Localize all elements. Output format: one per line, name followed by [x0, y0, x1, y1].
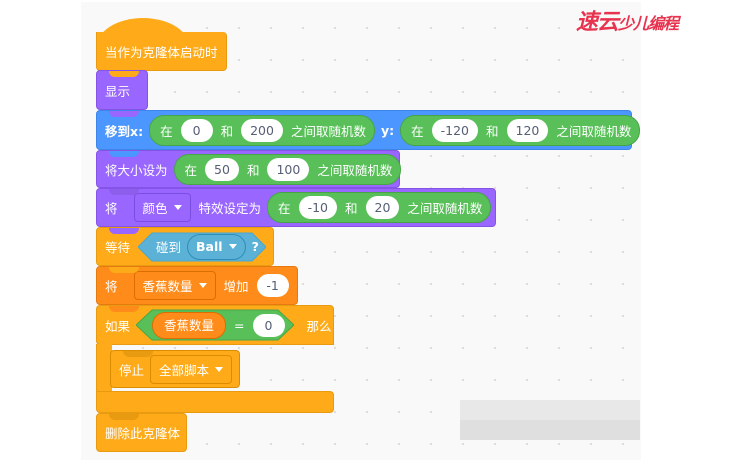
- block-label: 等待: [105, 240, 131, 255]
- touching-label: 碰到: [156, 240, 182, 255]
- compare-value-input[interactable]: 0: [252, 313, 285, 337]
- random-effect-reporter[interactable]: 在 -10 和 20 之间取随机数: [267, 192, 492, 223]
- effect-dropdown[interactable]: 颜色: [133, 193, 191, 222]
- block-label: 特效设定为: [198, 201, 262, 216]
- block-label: 当作为克隆体启动时: [105, 44, 218, 60]
- caret-down-icon: [173, 205, 182, 210]
- block-label: 将大小设为: [105, 162, 168, 178]
- then-label: 那么: [306, 318, 332, 334]
- pick-random-prefix: 在: [184, 162, 198, 178]
- notch: [109, 228, 139, 234]
- if-then-footer: [96, 391, 334, 413]
- set-size-block[interactable]: 将大小设为 在 50 和 100 之间取随机数: [96, 150, 402, 188]
- caret-down-icon: [228, 244, 237, 249]
- and-label: 和: [220, 123, 234, 139]
- y-label: y:: [380, 122, 395, 138]
- notch: [109, 189, 139, 195]
- stop-block[interactable]: 停止 全部脚本: [110, 350, 240, 388]
- notch: [109, 71, 139, 77]
- size-from-input[interactable]: 50: [205, 157, 239, 181]
- notch: [109, 267, 139, 273]
- stop-option-dropdown[interactable]: 全部脚本: [150, 354, 233, 384]
- dropdown-value: Ball: [196, 239, 223, 254]
- touching-condition[interactable]: 碰到 Ball ?: [138, 232, 267, 262]
- pick-random-suffix: 之间取随机数: [317, 162, 393, 178]
- dropdown-value: 香蕉数量: [142, 279, 193, 294]
- pick-random-prefix: 在: [411, 123, 424, 139]
- effect-from-input[interactable]: -10: [298, 196, 337, 219]
- change-value-input[interactable]: -1: [256, 274, 289, 297]
- block-label: 增加: [223, 279, 249, 294]
- pick-random-prefix: 在: [278, 201, 291, 216]
- pick-random-suffix: 之间取随机数: [407, 201, 483, 216]
- block-label: 如果: [105, 318, 131, 334]
- y-from-input[interactable]: -120: [431, 118, 479, 142]
- blurred-region: [460, 400, 640, 440]
- dropdown-value: 颜色: [142, 201, 168, 216]
- block-label: 显示: [105, 83, 131, 99]
- block-label: 移到x:: [105, 123, 144, 139]
- show-block[interactable]: 显示: [96, 70, 148, 110]
- watermark-logo: 速云少儿编程: [576, 4, 679, 36]
- variable-reporter[interactable]: 香蕉数量: [152, 311, 227, 339]
- delete-this-clone-block[interactable]: 删除此克隆体: [96, 413, 187, 452]
- equals-operator: =: [234, 317, 245, 333]
- dropdown-value: 全部脚本: [159, 362, 210, 378]
- and-label: 和: [486, 123, 499, 139]
- caret-down-icon: [198, 283, 207, 288]
- block-label: 将: [105, 279, 118, 294]
- and-label: 和: [344, 201, 358, 216]
- pick-random-suffix: 之间取随机数: [290, 123, 366, 139]
- pick-random-suffix: 之间取随机数: [556, 123, 632, 139]
- and-label: 和: [246, 162, 260, 178]
- random-size-reporter[interactable]: 在 50 和 100 之间取随机数: [173, 153, 402, 185]
- variable-dropdown[interactable]: 香蕉数量: [133, 271, 216, 300]
- block-label: 将: [105, 201, 118, 216]
- go-to-xy-block[interactable]: 移到x: 在 0 和 200 之间取随机数 y: 在 -120 和 120 之间…: [96, 110, 641, 150]
- if-then-block[interactable]: 如果 香蕉数量 = 0 那么 停止 全部脚本: [96, 305, 334, 413]
- random-x-reporter[interactable]: 在 0 和 200 之间取随机数: [149, 114, 375, 146]
- notch: [109, 151, 139, 157]
- block-label: 停止: [119, 362, 145, 378]
- notch: [109, 414, 139, 420]
- if-then-header[interactable]: 如果 香蕉数量 = 0 那么: [96, 305, 334, 345]
- x-to-input[interactable]: 200: [241, 118, 283, 142]
- y-to-input[interactable]: 120: [506, 118, 549, 142]
- set-effect-block[interactable]: 将 颜色 特效设定为 在 -10 和 20 之间取随机数: [96, 188, 496, 227]
- question-mark: ?: [251, 239, 259, 254]
- size-to-input[interactable]: 100: [267, 157, 310, 181]
- touching-object-dropdown[interactable]: Ball: [187, 233, 246, 260]
- wait-until-block[interactable]: 等待 碰到 Ball ?: [96, 227, 274, 266]
- pick-random-prefix: 在: [160, 123, 173, 139]
- notch: [109, 306, 139, 312]
- random-y-reporter[interactable]: 在 -120 和 120 之间取随机数: [400, 114, 641, 146]
- notch: [109, 111, 139, 117]
- watermark-main: 速云: [576, 9, 619, 35]
- change-variable-block[interactable]: 将 香蕉数量 增加 -1: [96, 266, 298, 305]
- equals-condition[interactable]: 香蕉数量 = 0: [136, 309, 295, 341]
- x-from-input[interactable]: 0: [180, 118, 213, 142]
- block-label: 删除此克隆体: [105, 426, 181, 441]
- if-then-arm: [96, 344, 112, 394]
- watermark-sub: 少儿编程: [618, 14, 679, 33]
- when-start-as-clone-block[interactable]: 当作为克隆体启动时: [96, 32, 227, 71]
- effect-to-input[interactable]: 20: [365, 196, 400, 219]
- caret-down-icon: [215, 366, 224, 372]
- notch: [123, 351, 153, 357]
